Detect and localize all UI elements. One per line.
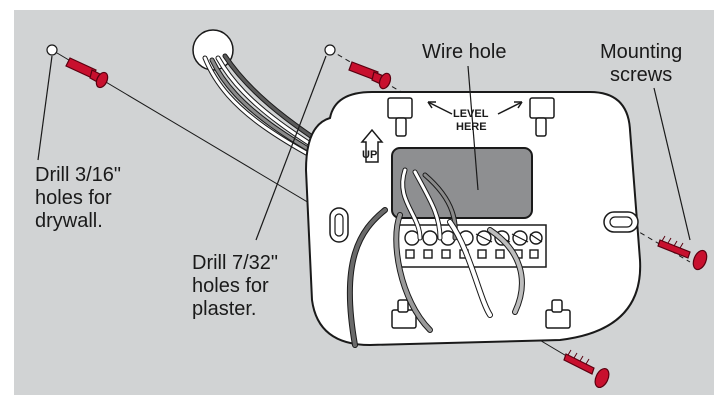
wire-hole-text: Wire hole bbox=[422, 41, 507, 63]
anchor-screw-center bbox=[348, 61, 392, 90]
here-text: HERE bbox=[456, 121, 487, 133]
plaster-line-2: holes for bbox=[192, 275, 269, 297]
drill-hole-left bbox=[46, 44, 58, 56]
plaster-line-3: plaster. bbox=[192, 298, 257, 320]
label-drill-plaster: Drill 7/32" holes for plaster. bbox=[192, 252, 278, 321]
level-text: LEVEL bbox=[453, 108, 489, 120]
drill-hole-center bbox=[324, 44, 336, 56]
level-arrow-right bbox=[497, 101, 523, 115]
drywall-line-3: drywall. bbox=[35, 210, 103, 232]
level-arrow-left bbox=[427, 101, 453, 115]
mounting-screw-bottom bbox=[563, 349, 610, 389]
label-wire-hole: Wire hole bbox=[422, 41, 506, 64]
drywall-line-2: holes for bbox=[35, 187, 112, 209]
mounting-screw-right bbox=[657, 235, 708, 271]
mounting-text: Mounting bbox=[600, 41, 683, 63]
mounting-tabs bbox=[387, 97, 571, 329]
up-text: UP bbox=[362, 149, 377, 161]
plaster-line-1: Drill 7/32" bbox=[192, 252, 279, 274]
wire-hole-opening bbox=[391, 147, 533, 219]
screws-text: screws bbox=[610, 64, 673, 86]
leader-lines bbox=[37, 55, 691, 241]
up-arrow-icon bbox=[360, 128, 384, 163]
label-drill-drywall: Drill 3/16" holes for drywall. bbox=[35, 164, 121, 233]
label-mounting-screws: Mounting screws bbox=[600, 41, 682, 87]
anchor-screw-left bbox=[65, 57, 109, 89]
drywall-line-1: Drill 3/16" bbox=[35, 164, 122, 186]
wire-bundle-lower bbox=[346, 167, 525, 348]
